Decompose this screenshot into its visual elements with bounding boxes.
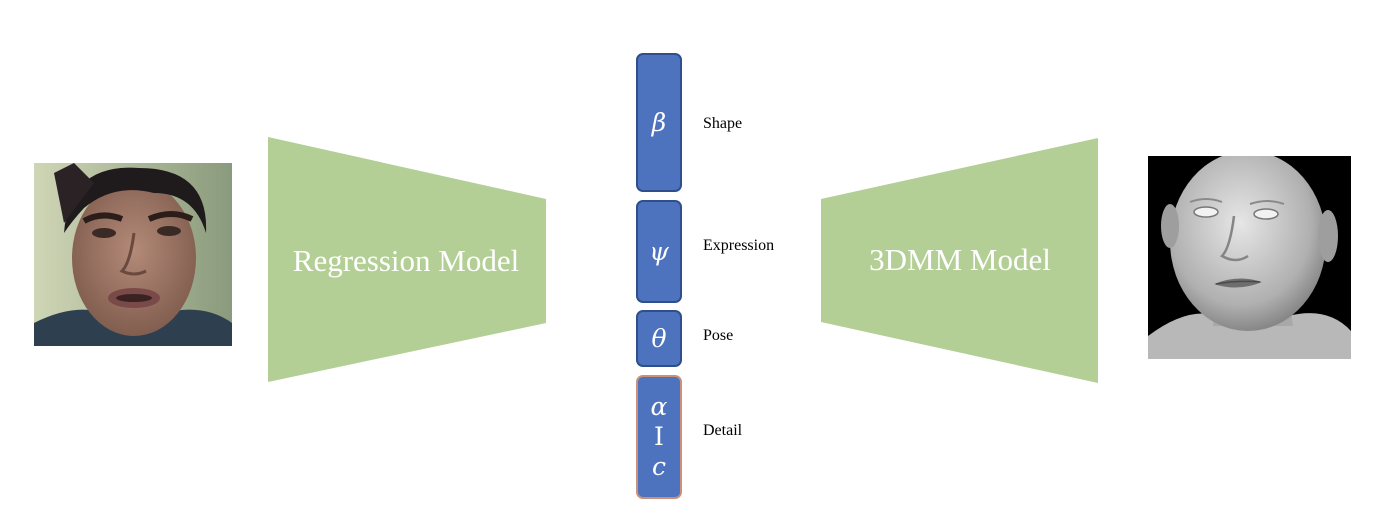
expression-param-box: ψ bbox=[636, 200, 682, 303]
rendered-face-image bbox=[1148, 156, 1351, 359]
input-face-image bbox=[34, 163, 232, 346]
regression-model-trapezoid bbox=[268, 137, 546, 382]
illumination-symbol: I bbox=[654, 422, 664, 451]
detail-param-box: α I c bbox=[636, 375, 682, 499]
expression-symbol: ψ bbox=[649, 236, 669, 266]
shape-symbol: β bbox=[651, 107, 667, 137]
output-3d-face-render bbox=[1148, 156, 1351, 359]
shape-label: Shape bbox=[703, 115, 743, 132]
input-face-photo bbox=[34, 163, 232, 346]
shape-param-box: β bbox=[636, 53, 682, 192]
regression-model-label: Regression Model bbox=[292, 243, 520, 278]
detail-label: Detail bbox=[703, 422, 743, 439]
3dmm-model-label: 3DMM Model bbox=[869, 242, 1051, 277]
albedo-symbol: α bbox=[650, 392, 668, 421]
camera-symbol: c bbox=[651, 452, 666, 481]
pose-symbol: θ bbox=[651, 323, 667, 353]
expression-label: Expression bbox=[703, 237, 775, 254]
3dmm-model-trapezoid bbox=[821, 138, 1098, 383]
pose-param-box: θ bbox=[636, 310, 682, 367]
pose-label: Pose bbox=[703, 327, 734, 344]
